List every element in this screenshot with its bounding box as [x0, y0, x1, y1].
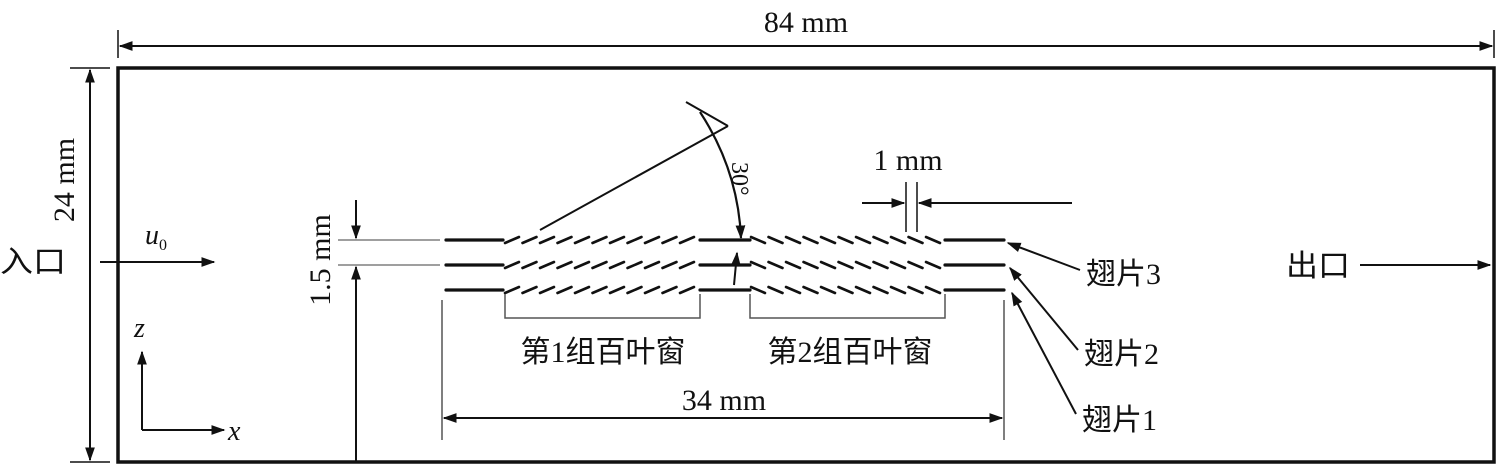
outlet: 出口: [1286, 250, 1492, 283]
fin-2-louver: [661, 260, 678, 270]
inlet: 入口 u0: [0, 220, 216, 279]
fins-layer: [444, 235, 1006, 295]
fin-1-louver: [924, 285, 942, 295]
fin-1-louver: [889, 285, 907, 295]
louver-group-2-label: 第2组百叶窗: [768, 336, 933, 369]
fin-2-louver: [767, 260, 784, 270]
fin-2-louver: [907, 260, 924, 270]
fin-2-louver: [643, 260, 661, 270]
fin-1-louver: [819, 285, 837, 295]
fin-3-louver: [749, 235, 767, 245]
fin-2-louver: [538, 260, 556, 270]
fin-3-louver: [556, 235, 573, 245]
fin-2-louver: [802, 260, 819, 270]
fin-pitch-dimension: 1.5 mm: [304, 200, 440, 462]
outlet-label: 出口: [1286, 250, 1350, 283]
fin-1-louver: [538, 285, 556, 295]
fin-3-louver: [872, 235, 889, 245]
fin-3-louver: [608, 235, 626, 245]
inlet-label: 入口: [0, 246, 66, 279]
fin-1-louver: [643, 285, 661, 295]
fin-2-louver: [837, 260, 854, 270]
fin-1-louver: [678, 285, 696, 295]
fin-1-louver: [767, 285, 784, 295]
fin-1-louver: [854, 285, 872, 295]
length-dimension: 84 mm: [117, 6, 1495, 58]
fin-3-louver: [591, 235, 608, 245]
inlet-velocity-symbol: u0: [145, 220, 167, 254]
fin-2-louver: [556, 260, 573, 270]
x-axis-label: x: [227, 416, 241, 447]
fin-3-louver: [503, 235, 521, 245]
fin-1-louver: [626, 285, 643, 295]
fin-3-louver: [538, 235, 556, 245]
fin-1-louver: [872, 285, 889, 295]
fin-labels: 翅片3 翅片2 翅片1: [1006, 242, 1161, 437]
fin-1-louver: [837, 285, 854, 295]
fin-2-louver: [573, 260, 591, 270]
louver-region-label: 34 mm: [682, 384, 766, 417]
louver-angle-annotation: 30°: [539, 101, 752, 286]
fin-2-louver: [889, 260, 907, 270]
fin-pitch-label: 1.5 mm: [304, 214, 337, 306]
fin-3-louver: [837, 235, 854, 245]
fin-3-louver: [626, 235, 643, 245]
louver-region-dimension: 34 mm: [441, 300, 1005, 440]
fin-2-louver: [819, 260, 837, 270]
fin-1-louver: [591, 285, 608, 295]
fin-3-louver: [854, 235, 872, 245]
fin-1-louver: [573, 285, 591, 295]
fin-1-louver: [784, 285, 802, 295]
fin-1-louver: [802, 285, 819, 295]
fin-3-louver: [924, 235, 942, 245]
fin-3-louver: [784, 235, 802, 245]
fin-3-louver: [819, 235, 837, 245]
fin-1-louver: [749, 285, 767, 295]
z-axis-label: z: [133, 313, 145, 344]
fin-2-louver: [854, 260, 872, 270]
fin-3-louver: [521, 235, 538, 245]
fin-3-louver: [889, 235, 907, 245]
fin-2-louver: [626, 260, 643, 270]
fin-3-louver: [678, 235, 696, 245]
louver-group-1-label: 第1组百叶窗: [521, 336, 686, 369]
fin-2-louver: [521, 260, 538, 270]
fin-1-louver: [608, 285, 626, 295]
fin-3-louver: [767, 235, 784, 245]
fin-2-louver: [924, 260, 942, 270]
louver-pitch-dimension: 1 mm: [862, 144, 1072, 232]
domain-boundary: [116, 66, 1496, 464]
fin-1-label: 翅片1: [1082, 404, 1157, 437]
fin-3-louver: [802, 235, 819, 245]
fin-2-label: 翅片2: [1084, 338, 1159, 371]
louver-pitch-label: 1 mm: [873, 144, 942, 177]
fin-3-louver: [907, 235, 924, 245]
fin-2-louver: [591, 260, 608, 270]
louver-angle-label: 30°: [726, 162, 752, 196]
fin-3-louver: [573, 235, 591, 245]
fin-3-louver: [643, 235, 661, 245]
height-label: 24 mm: [48, 138, 81, 222]
louver-group-brackets: 第1组百叶窗 第2组百叶窗: [504, 294, 946, 369]
fin-1-louver: [907, 285, 924, 295]
fin-3-louver: [661, 235, 678, 245]
height-dimension: 24 mm: [48, 67, 110, 463]
coordinate-axes: z x: [133, 313, 241, 447]
fin-3-label: 翅片3: [1086, 258, 1161, 291]
fin-2-louver: [784, 260, 802, 270]
fin-2-louver: [503, 260, 521, 270]
fin-2-louver: [608, 260, 626, 270]
fin-2-louver: [872, 260, 889, 270]
fin-2-louver: [678, 260, 696, 270]
fin-1-louver: [556, 285, 573, 295]
fin-1-louver: [521, 285, 538, 295]
fin-2-louver: [749, 260, 767, 270]
length-label: 84 mm: [764, 6, 848, 39]
fin-1-louver: [661, 285, 678, 295]
fin-1-louver: [503, 285, 521, 295]
